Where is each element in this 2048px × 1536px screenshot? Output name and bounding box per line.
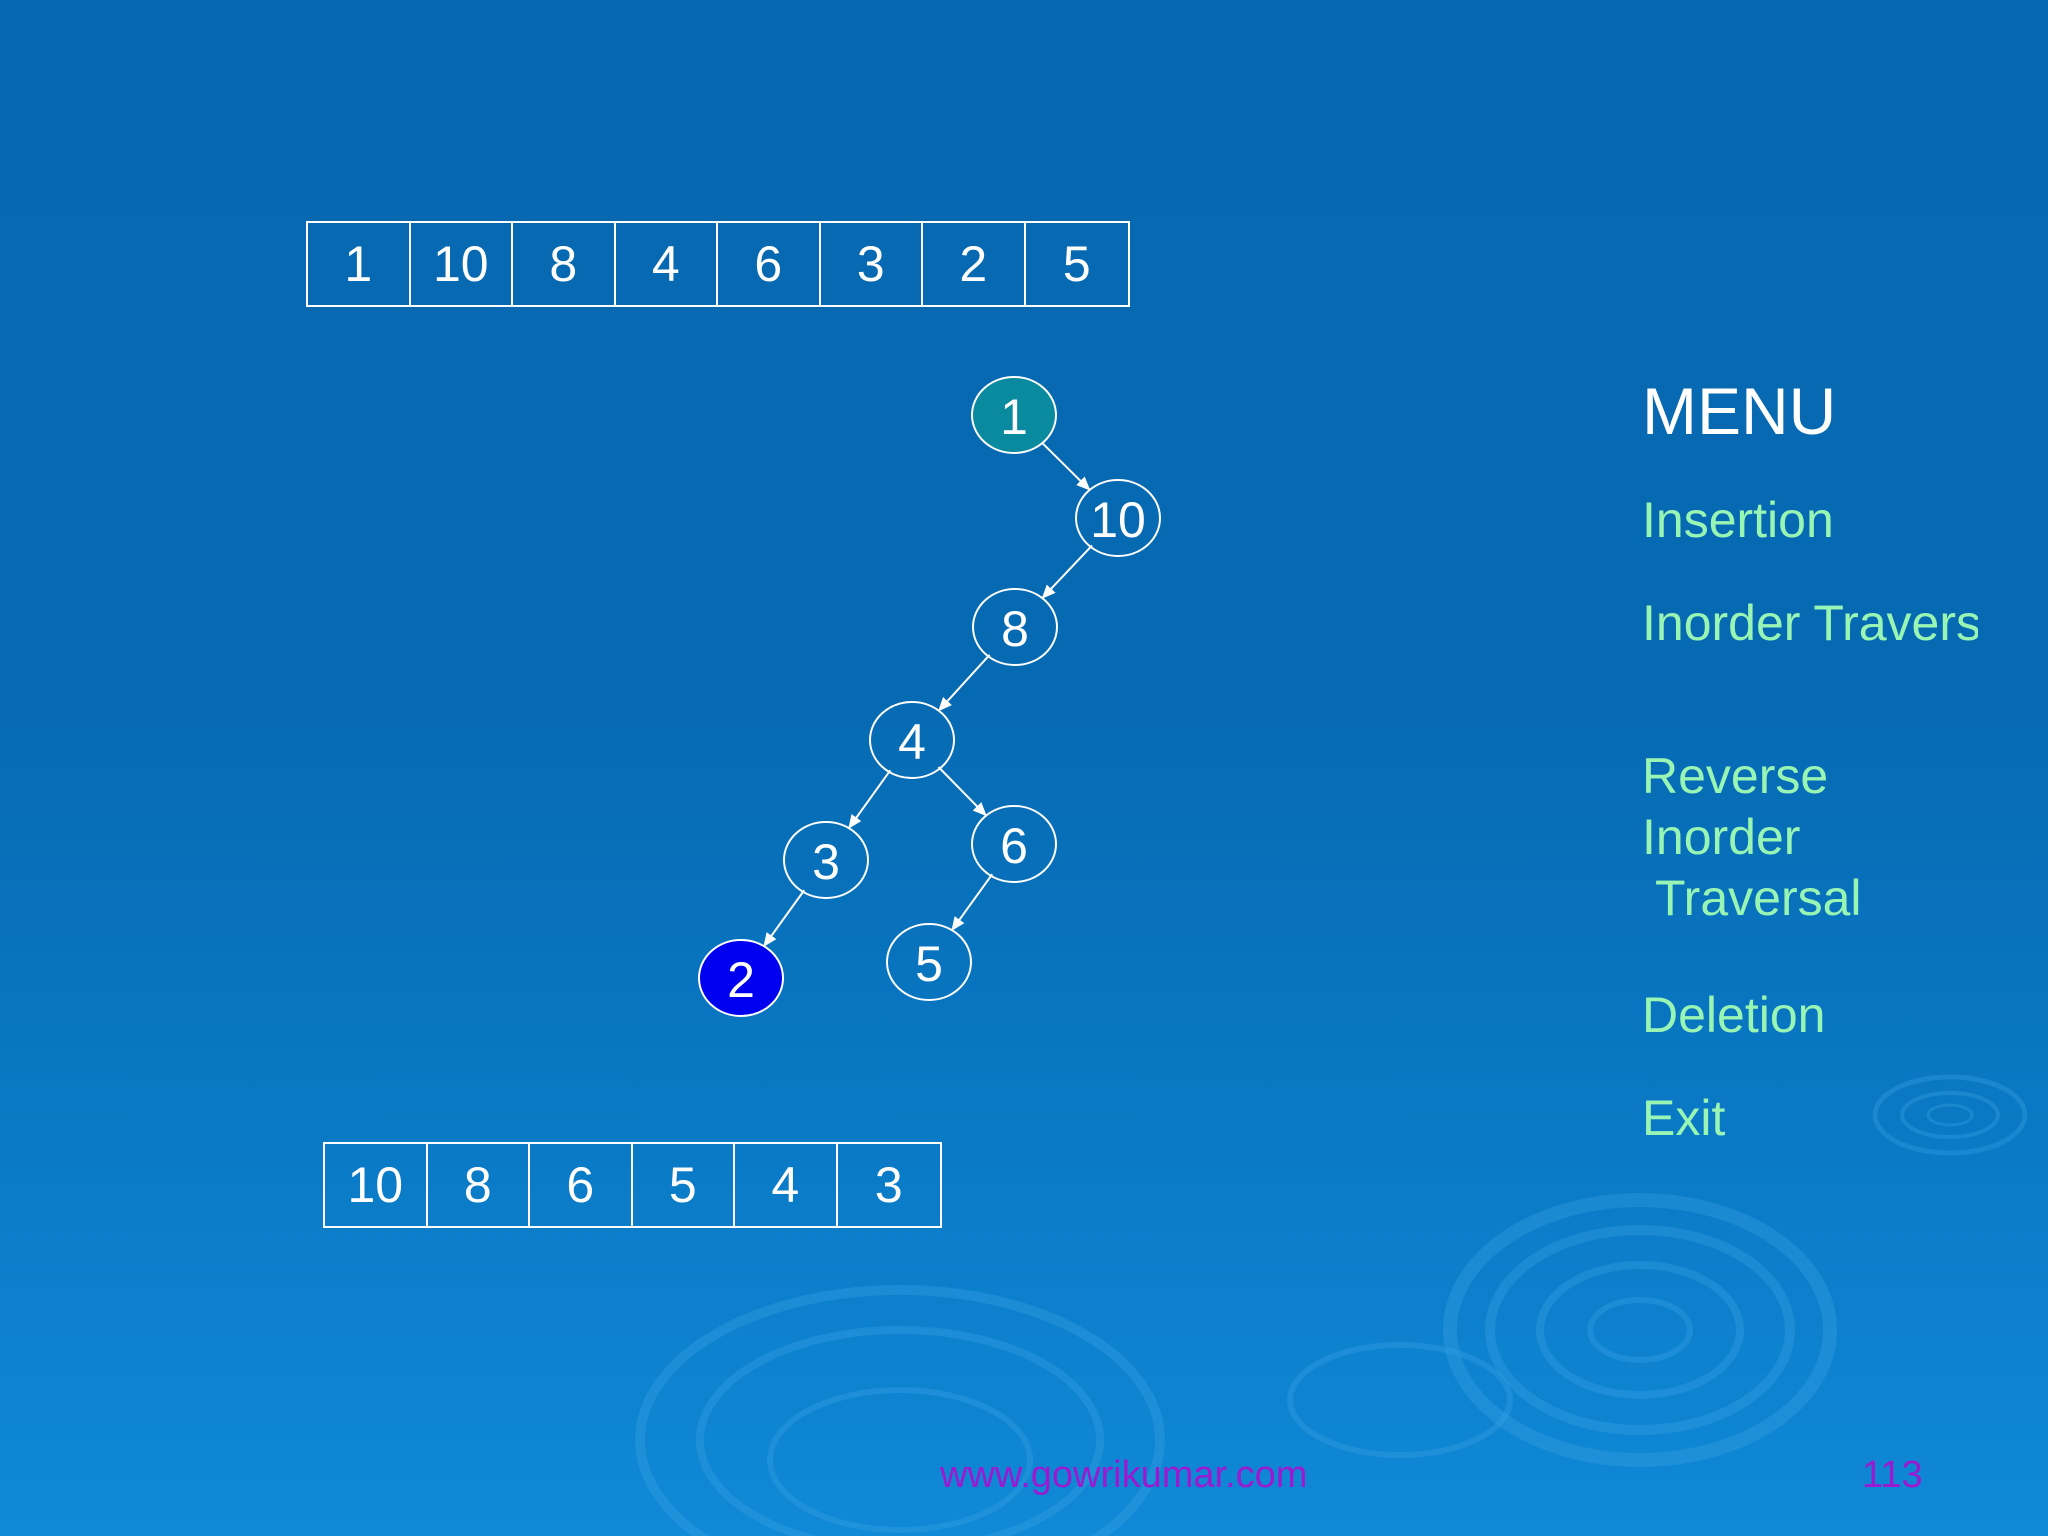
- array-cell: 5: [1062, 236, 1091, 292]
- array-cell: 6: [718, 223, 821, 305]
- tree-edge-n4-n3: [848, 769, 892, 829]
- tree-node-label: 3: [812, 834, 840, 890]
- page-number: 113: [1862, 1454, 1923, 1496]
- array-cell: 3: [874, 1157, 903, 1213]
- array-cell: 6: [530, 1144, 633, 1226]
- tree-edge-n1-n10: [1040, 440, 1091, 491]
- tree-node-label: 6: [1000, 818, 1028, 874]
- tree-node-label: 1: [1000, 389, 1028, 445]
- tree-edge-n10-n8: [1041, 544, 1093, 599]
- tree-node-circle: [698, 939, 784, 1017]
- menu-item-insertion[interactable]: Insertion: [1642, 492, 1834, 548]
- tree-node-circle: [971, 805, 1057, 883]
- tree-node-circle: [886, 923, 972, 1001]
- tree-node-label: 10: [1090, 492, 1146, 548]
- tree-node-4: 4: [869, 701, 955, 779]
- array-cell: 1: [308, 223, 411, 305]
- menu-item-inorder-traversal[interactable]: Inorder Traversal: [1642, 595, 1978, 651]
- tree-node-10: 10: [1075, 479, 1161, 557]
- array-cell: 3: [821, 223, 923, 305]
- tree-node-label: 8: [1001, 601, 1029, 657]
- menu-item-exit[interactable]: Exit: [1642, 1090, 1726, 1146]
- tree-node-5: 5: [886, 923, 972, 1001]
- array-cell: 10: [325, 1144, 428, 1226]
- menu-title: MENU: [1642, 374, 1837, 448]
- array-cell: 2: [923, 223, 1026, 305]
- tree-node-circle: [869, 701, 955, 779]
- tree-node-label: 2: [727, 952, 755, 1008]
- menu-item-deletion[interactable]: Deletion: [1642, 987, 1826, 1043]
- menu-item-reverse-inorder-traversal[interactable]: Reverse Inorder Traversal: [1642, 748, 1862, 926]
- array-cell: 10: [411, 223, 513, 305]
- footer-url[interactable]: www.gowrikumar.com: [940, 1454, 1308, 1496]
- tree-node-6: 6: [971, 805, 1057, 883]
- tree-node-8: 8: [972, 588, 1058, 666]
- tree-edge-n8-n4: [937, 654, 991, 712]
- tree-node-circle: [783, 821, 869, 899]
- tree-node-2: 2: [698, 939, 784, 1017]
- tree-node-1: 1: [971, 376, 1057, 454]
- tree-edge-n3-n2: [763, 889, 806, 947]
- tree-node-label: 5: [915, 936, 943, 992]
- tree-edge-n6-n5: [951, 873, 994, 931]
- tree-node-3: 3: [783, 821, 869, 899]
- tree-node-label: 4: [898, 714, 926, 770]
- tree-edge-n4-n6: [937, 766, 987, 817]
- tree-node-circle: [1075, 479, 1161, 557]
- array-cell: 5: [633, 1144, 735, 1226]
- tree-node-circle: [972, 588, 1058, 666]
- array-cell: 8: [428, 1144, 530, 1226]
- tree-node-circle: [971, 376, 1057, 454]
- array-cell: 4: [616, 223, 718, 305]
- array-cell: 8: [513, 223, 616, 305]
- array-cell: 4: [735, 1144, 838, 1226]
